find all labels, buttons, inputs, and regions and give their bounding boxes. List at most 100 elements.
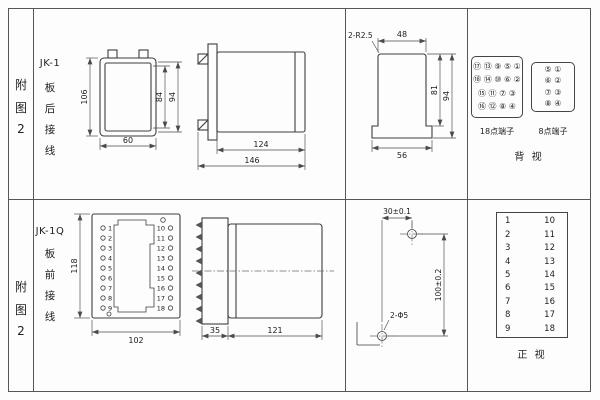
svg-text:11: 11	[157, 235, 165, 243]
dimension-lines	[201, 320, 323, 340]
dim-124: 124	[253, 140, 268, 149]
terminal-numbers-left: 1 2 3 4 5 6 7 8 9	[108, 225, 112, 313]
jk1-panel-cutout-drawing: 2-R2.5 48 81 94 56	[348, 30, 456, 160]
dim-100: 100±0.2	[434, 269, 443, 302]
figure-label-char: 图	[14, 303, 27, 317]
terminal-block-18: ⑰ ⑬ ⑨ ⑤ ① ⑱ ⑭ ⑩ ⑥ ② ⑮ ⑪ ⑦ ③ ⑯ ⑫ ⑧ ④	[471, 56, 523, 118]
grid-line-vertical	[467, 8, 468, 392]
figure-label-char: 附	[14, 78, 27, 92]
svg-text:6: 6	[108, 275, 112, 283]
wiring-char: 线	[44, 145, 56, 157]
table-row: 4 13	[497, 257, 567, 267]
terminal-block-8: ⑤ ① ⑥ ② ⑦ ③ ⑧ ④	[531, 62, 575, 112]
table-cell: 13	[544, 256, 555, 267]
relay-body-outline	[197, 43, 306, 141]
wiring-char: 板	[44, 82, 56, 94]
table-cell: 16	[544, 296, 555, 307]
dim-48: 48	[397, 30, 407, 39]
table-cell: 4	[505, 256, 511, 267]
figure-label-char: 2	[17, 324, 25, 338]
wiring-label-front: 板 前 接 线	[34, 246, 66, 324]
dim-81: 81	[430, 85, 439, 95]
hole-centerlines	[370, 222, 424, 348]
wiring-char: 接	[44, 124, 56, 136]
terminal-row: ⑰ ⑬ ⑨ ⑤ ①	[473, 61, 521, 71]
grid-line-vertical	[33, 8, 34, 392]
terminal-teeth	[195, 221, 202, 325]
table-row: 8 17	[497, 310, 567, 320]
terminal-row: ⑱ ⑭ ⑩ ⑥ ②	[473, 75, 521, 85]
holes-label: 2-Φ5	[390, 311, 408, 320]
table-cell: 8	[505, 310, 511, 321]
jk1q-side-view-drawing: 35 121	[192, 217, 334, 340]
table-cell: 7	[505, 296, 511, 307]
figure-label-char: 图	[14, 101, 27, 115]
jk1-front-view-drawing: 124 146	[197, 43, 306, 170]
terminal-row: ⑯ ⑫ ⑧ ④	[478, 102, 516, 112]
connector-outline	[91, 213, 181, 319]
grid-line-vertical	[345, 8, 346, 392]
table-cell: 15	[544, 283, 555, 294]
dim-56: 56	[397, 151, 407, 160]
dim-60: 60	[123, 136, 133, 145]
svg-text:10: 10	[157, 225, 165, 233]
table-cell: 10	[544, 216, 555, 227]
table-cell: 5	[505, 269, 511, 280]
table-cell: 3	[505, 243, 511, 254]
svg-text:9: 9	[108, 305, 112, 313]
table-cell: 17	[544, 310, 555, 321]
model-label-jk1: JK-1	[39, 58, 61, 69]
table-row: 7 16	[497, 297, 567, 307]
svg-text:5: 5	[108, 265, 112, 273]
svg-text:3: 3	[108, 245, 112, 253]
figure-label-char: 附	[14, 280, 27, 294]
jk1q-drill-plan-drawing: 30±0.1 100±0.2 2-Φ5	[356, 207, 448, 348]
model-label-jk1q: JK-1Q	[35, 226, 65, 237]
table-cell: 6	[505, 283, 511, 294]
wiring-char: 接	[44, 290, 56, 302]
dim-146: 146	[244, 156, 259, 165]
dim-106: 106	[80, 89, 89, 104]
dim-118: 118	[70, 258, 79, 273]
mounting-holes	[377, 229, 417, 341]
wiring-label-rear: 板 后 接 线	[34, 80, 66, 158]
svg-text:1: 1	[108, 225, 112, 233]
dim-84: 84	[155, 92, 164, 102]
svg-text:2: 2	[108, 235, 112, 243]
dimension-lines	[371, 38, 456, 152]
jk1-side-view-drawing: 106 84 94 60	[80, 49, 182, 150]
svg-text:7: 7	[108, 285, 112, 293]
terminal-row: ⑥ ②	[544, 76, 562, 86]
rear-view-label: 背 视	[514, 152, 544, 163]
wiring-char: 线	[44, 311, 56, 323]
svg-text:18: 18	[157, 305, 165, 313]
panel-corner-edge	[356, 322, 380, 346]
svg-text:4: 4	[108, 255, 112, 263]
grid-line-horizontal	[8, 199, 591, 200]
front-view-label: 正 视	[517, 350, 547, 361]
terminal-row: ⑮ ⑪ ⑦ ③	[478, 88, 516, 98]
dim-corner-radius: 2-R2.5	[348, 31, 373, 40]
cutout-outline	[371, 53, 433, 139]
dimension-lines	[86, 57, 182, 150]
dimension-lines	[381, 215, 448, 337]
relay-case-outline	[99, 49, 157, 137]
dim-94b: 94	[442, 91, 451, 101]
dimension-lines	[74, 213, 181, 336]
wiring-char: 板	[44, 248, 56, 260]
dim-35: 35	[210, 326, 220, 335]
figure-label-char: 2	[17, 122, 25, 136]
wiring-char: 前	[44, 269, 56, 281]
jk1q-front-view-drawing: 1 2 3 4 5 6 7 8 9 10 11 12 13 14 15 16 1…	[70, 213, 181, 345]
figure-label-top: 附 图 2	[9, 76, 33, 136]
terminal-18-label: 18点端子	[479, 127, 515, 136]
svg-text:13: 13	[157, 255, 165, 263]
svg-text:8: 8	[108, 295, 112, 303]
dim-94: 94	[168, 92, 177, 102]
